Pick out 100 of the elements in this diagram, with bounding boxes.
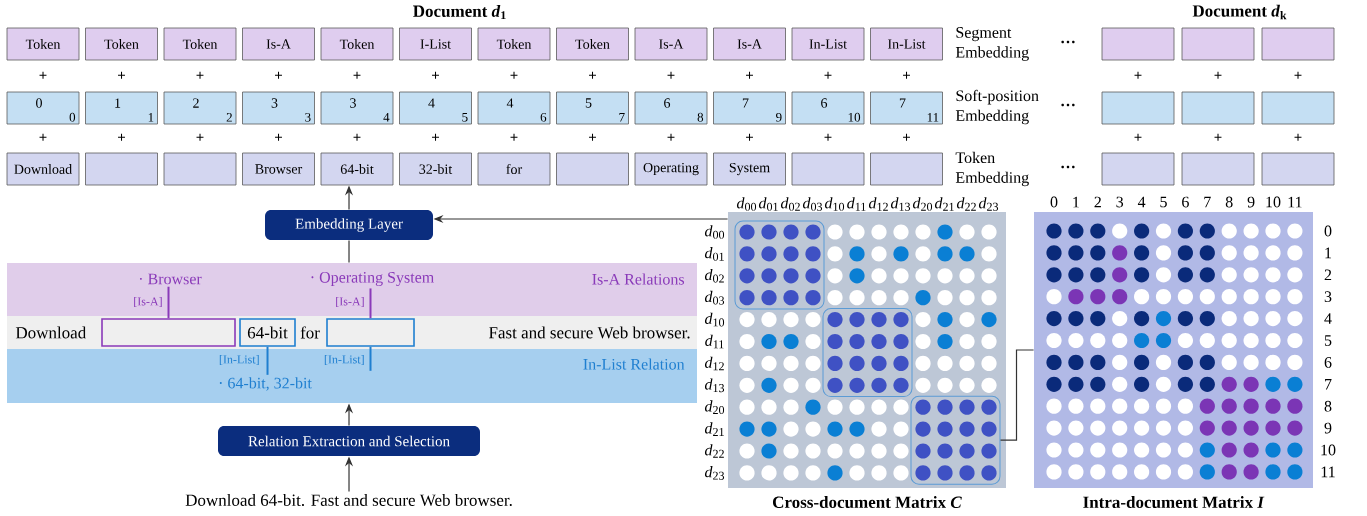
highlight-box [326,318,415,347]
position-embedding-box: 3 4 [320,91,394,125]
plus-sign: + [353,71,361,79]
token-box [1261,152,1335,186]
position-embedding-box: 4 6 [477,91,551,125]
relation-text: · Operating System [311,272,434,287]
column-label: 8 [1225,196,1233,208]
segment-embedding-box: Token [6,27,80,61]
position-embedding-box: 6 8 [634,91,708,125]
column-label: 11 [1288,196,1302,208]
plus-sign: + [432,133,439,141]
block-outline [734,220,825,310]
segment-embedding-box [1181,27,1255,61]
segment-embedding-box [1261,27,1335,61]
plus-sign: + [1214,133,1222,141]
plus-sign: + [1134,71,1142,79]
position-embedding-box [1261,91,1335,125]
plus-sign: + [510,71,518,79]
position-embedding-box: 4 5 [399,91,472,125]
plus-sign: + [746,133,753,141]
plus-sign: + [667,71,675,79]
connector-line [999,349,1035,441]
leader-line [266,345,269,376]
column-label: 1 [1073,196,1079,208]
row-label: d$_{20}$ [704,400,725,415]
plus-sign: + [746,71,753,79]
column-label: d$_{13}$ [890,197,911,211]
token-box: Browser [242,152,315,186]
segment-embedding-box: Token [85,27,158,61]
plus-sign: + [196,133,204,141]
row-label: d$_{00}$ [704,225,725,239]
plus-sign: + [667,133,675,141]
plus-sign: + [39,71,47,79]
token-box: System [713,152,786,186]
token-box [163,152,237,186]
position-embedding-box [1181,91,1255,125]
row-label: d$_{12}$ [704,356,724,371]
plus-sign: + [118,133,125,141]
column-label: d$_{22}$ [956,197,976,211]
position-embedding-box: 1 1 [85,91,158,125]
column-label: 3 [1116,196,1124,208]
edge-label: [Is-A] [333,295,367,309]
row-label: d$_{13}$ [704,378,725,393]
edge-label: [In-List] [216,353,262,367]
plus-sign: + [589,133,596,141]
plus-sign: + [1134,133,1142,141]
row-label: d$_{21}$ [704,422,724,436]
row-label: d$_{11}$ [705,334,724,349]
token-box: 64-bit [320,152,394,186]
column-label: d$_{10}$ [824,197,845,211]
segment-embedding-box: Token [477,27,551,61]
column-label: 0 [1050,196,1058,208]
ellipsis: ··· [1061,103,1075,107]
node-label: Intra-document Matrix I [1083,496,1265,509]
block-outline [822,308,913,398]
token-box [85,152,158,186]
position-embedding-box: 3 3 [242,91,315,125]
position-embedding-box: 7 11 [870,91,943,125]
heading: Document d$_{k}$ [1192,4,1287,20]
position-embedding-box: 6 10 [791,91,865,125]
plus-sign: + [903,71,910,79]
token-box: 32-bit [399,152,472,186]
edge-label: [Is-A] [131,295,165,309]
column-label: d$_{23}$ [978,197,999,211]
segment-embedding-box [1101,27,1175,61]
column-label: d$_{11}$ [847,197,866,211]
highlight-box: 64-bit [239,318,296,347]
heading: Document d$_{1}$ [413,4,506,20]
relation-text: · 64-bit, 32-bit [219,377,312,391]
column-label: 10 [1266,196,1281,208]
token-box [1101,152,1175,186]
row-label: d$_{23}$ [704,466,725,480]
layer-box: Relation Extraction and Selection [218,426,480,456]
row-label: Segment Embedding [955,27,1029,61]
plus-sign: + [903,133,910,141]
column-label: d$_{00}$ [736,197,757,211]
segment-embedding-box: I-List [399,27,472,61]
ellipsis: ··· [1061,40,1075,44]
column-label: d$_{01}$ [758,197,778,211]
token-box: for [477,152,551,186]
plus-sign: + [824,71,832,79]
position-embedding-box: 5 7 [556,91,629,125]
token-box: Operating [634,152,708,186]
segment-embedding-box: Token [163,27,237,61]
highlight-box [101,318,236,347]
segment-embedding-box: In-List [791,27,865,61]
position-embedding-box: 2 2 [163,91,237,125]
segment-embedding-box: Token [320,27,394,61]
row-label: d$_{22}$ [704,444,724,458]
plus-sign: + [196,71,204,79]
column-label: 5 [1160,196,1167,208]
column-label: 9 [1247,196,1255,208]
column-label: 4 [1137,196,1146,208]
plus-sign: + [275,133,282,141]
plus-sign: + [589,71,596,79]
plus-sign: + [1294,133,1302,141]
token-box [791,152,865,186]
node-label: Cross-document Matrix C [772,496,962,509]
plus-sign: + [353,133,361,141]
token-box [870,152,943,186]
